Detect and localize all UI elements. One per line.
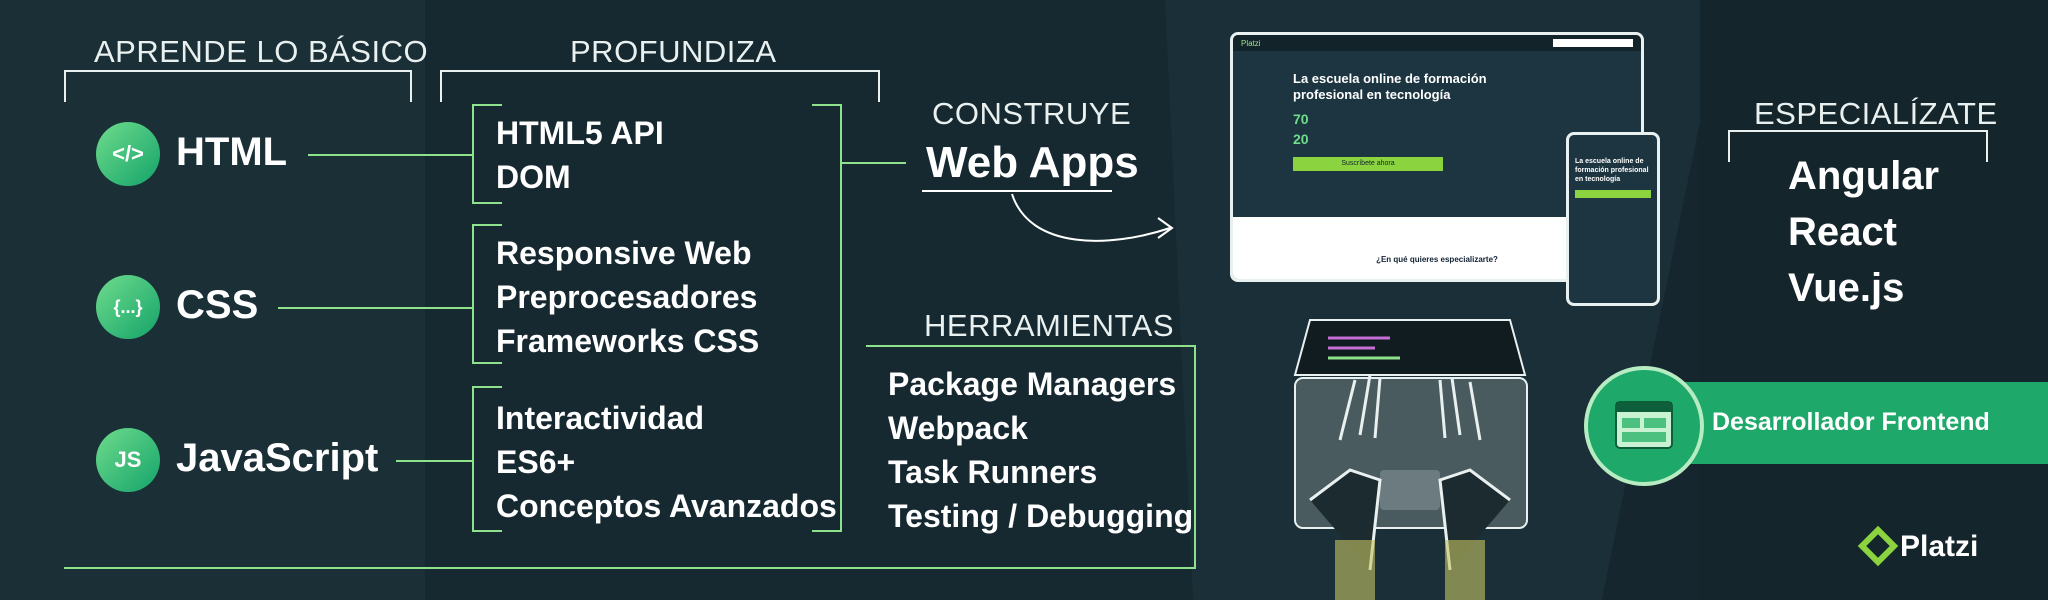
js-group-tick-bottom bbox=[472, 530, 502, 532]
js-group-bar bbox=[472, 386, 474, 532]
herramientas-top-line bbox=[866, 345, 1196, 347]
platzi-logo-text: Platzi bbox=[1900, 530, 1979, 563]
html-group-tick-top bbox=[472, 104, 502, 106]
arrow-to-mockup bbox=[1011, 193, 1174, 242]
mockup-cta: Suscríbete ahora bbox=[1293, 157, 1443, 171]
mockup-search bbox=[1553, 39, 1633, 47]
frontend-banner bbox=[1654, 382, 2048, 464]
mockup-logo: Platzi bbox=[1241, 38, 1261, 48]
css-group-tick-top bbox=[472, 224, 502, 226]
profundiza-js-item: Interactividad bbox=[496, 400, 705, 436]
profundiza-html-item: DOM bbox=[496, 159, 571, 195]
js-label: JavaScript bbox=[176, 436, 379, 480]
html-label: HTML bbox=[176, 130, 288, 174]
profundiza-js-item: ES6+ bbox=[496, 444, 576, 480]
especializate-bracket bbox=[1728, 130, 1988, 162]
especializate-item: Angular bbox=[1788, 154, 1940, 198]
profundiza-outer-tick-bottom bbox=[812, 530, 842, 532]
js-group-tick-top bbox=[472, 386, 502, 388]
mockup-headline: La escuela online de formación profesion… bbox=[1293, 71, 1487, 102]
mockup-stat1: 70 bbox=[1293, 111, 1309, 127]
css-label: CSS bbox=[176, 283, 259, 327]
herramientas-right-line bbox=[1194, 345, 1196, 569]
css-group-bar bbox=[472, 224, 474, 364]
basico-bracket bbox=[64, 70, 412, 102]
bottom-line bbox=[64, 567, 1196, 569]
profundiza-css-item: Frameworks CSS bbox=[496, 323, 760, 359]
webapps-underline bbox=[922, 190, 1112, 192]
especializate-item: React bbox=[1788, 210, 1897, 254]
herramientas-item: Package Managers bbox=[888, 366, 1177, 402]
mockup-navbar: Platzi bbox=[1233, 35, 1641, 51]
profundiza-js-item: Conceptos Avanzados bbox=[496, 488, 837, 524]
construye-title: CONSTRUYE bbox=[932, 96, 1132, 131]
frontend-badge bbox=[1584, 366, 1704, 486]
construye-connector bbox=[842, 162, 906, 164]
profundiza-css-item: Preprocesadores bbox=[496, 279, 758, 315]
js-icon: JS bbox=[96, 428, 160, 492]
herramientas-item: Task Runners bbox=[888, 454, 1098, 490]
frontend-badge-label: Desarrollador Frontend bbox=[1712, 408, 1990, 436]
herramientas-title: HERRAMIENTAS bbox=[924, 308, 1175, 343]
code-editor-icon bbox=[1615, 401, 1673, 449]
right-panel bbox=[1700, 0, 2048, 600]
especializate-title: ESPECIALÍZATE bbox=[1754, 96, 1998, 131]
mockup-stat2: 20 bbox=[1293, 131, 1309, 147]
profundiza-outer-tick-top bbox=[812, 104, 842, 106]
especializate-item: Vue.js bbox=[1788, 266, 1905, 310]
profundiza-bracket bbox=[440, 70, 880, 102]
platzi-logo-icon bbox=[1857, 525, 1899, 567]
html-connector bbox=[308, 154, 472, 156]
html-group-tick-bottom bbox=[472, 202, 502, 204]
basico-title: APRENDE LO BÁSICO bbox=[94, 34, 429, 69]
js-connector bbox=[396, 460, 472, 462]
html-group-bar bbox=[472, 104, 474, 204]
phone-headline: La escuela online de formación profesion… bbox=[1575, 158, 1649, 183]
html-icon: </> bbox=[96, 122, 160, 186]
css-group-tick-bottom bbox=[472, 362, 502, 364]
left-panel bbox=[0, 0, 425, 600]
css-icon: {...} bbox=[96, 275, 160, 339]
herramientas-item: Webpack bbox=[888, 410, 1028, 446]
phone-mockup: La escuela online de formación profesion… bbox=[1566, 132, 1660, 306]
css-connector bbox=[278, 307, 472, 309]
laptop-illustration bbox=[1293, 319, 1528, 600]
construye-webapps: Web Apps bbox=[926, 138, 1139, 187]
profundiza-css-item: Responsive Web bbox=[496, 235, 752, 271]
profundiza-html-item: HTML5 API bbox=[496, 115, 664, 151]
herramientas-item: Testing / Debugging bbox=[888, 498, 1194, 534]
profundiza-outer-bar bbox=[840, 104, 842, 532]
profundiza-title: PROFUNDIZA bbox=[570, 34, 777, 69]
phone-cta bbox=[1575, 190, 1651, 198]
